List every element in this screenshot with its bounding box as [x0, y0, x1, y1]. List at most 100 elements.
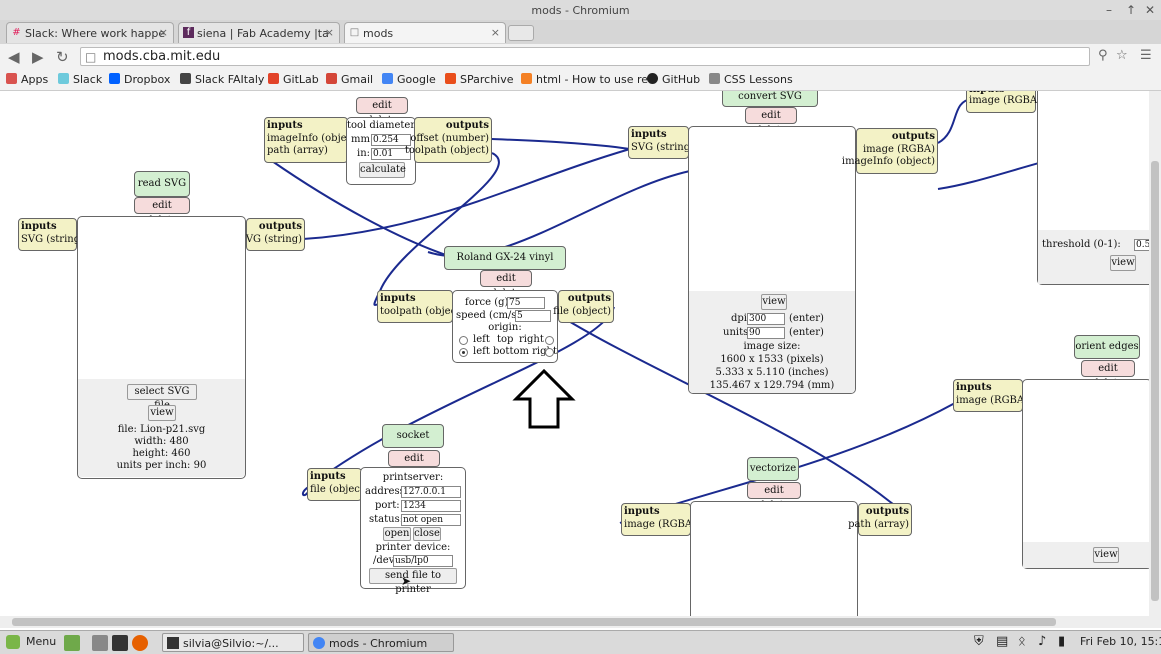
speed-input[interactable]: 5 [515, 310, 551, 322]
tool-in-input[interactable]: 0.01 [371, 148, 411, 160]
orient-inputs[interactable]: inputs image (RGBA) [953, 379, 1028, 412]
horizontal-scroll-thumb[interactable] [12, 618, 1056, 626]
convert-view-button[interactable]: view [761, 294, 787, 310]
bookmark-gmail[interactable]: Gmail [326, 73, 373, 86]
bookmark-slack[interactable]: Slack [58, 73, 102, 86]
origin-left-bottom-radio[interactable] [459, 348, 468, 357]
origin-right-top-radio[interactable] [545, 336, 554, 345]
forward-icon[interactable]: ▶ [32, 48, 44, 66]
firefox-icon[interactable] [132, 635, 148, 651]
read-svg-edit-delete[interactable]: edit delete [134, 197, 190, 226]
socket-title[interactable]: socket print [382, 424, 444, 463]
tool-inputs[interactable]: inputs imageInfo (object) path (array) [264, 117, 360, 163]
roland-title[interactable]: Roland GX-24 vinyl cutter [444, 246, 566, 285]
shield-icon[interactable]: ⛨ [974, 634, 984, 649]
calculate-button[interactable]: calculate [359, 162, 406, 178]
roland-outputs[interactable]: outputs file (object) [553, 290, 614, 323]
threshold-view-button[interactable]: view [1110, 255, 1136, 271]
dpi-input[interactable]: 300 [747, 313, 785, 325]
close-tab-icon[interactable]: × [490, 26, 500, 39]
vertical-scroll-thumb[interactable] [1151, 161, 1159, 601]
clock[interactable]: Fri Feb 10, 15:15 [1080, 635, 1161, 648]
bookmark-star-icon[interactable]: ☆ [1116, 48, 1128, 63]
wire-path-to-roland[interactable] [271, 160, 459, 260]
volume-icon[interactable]: ♪ [1038, 634, 1047, 649]
convert-title[interactable]: convert SVG image [722, 91, 818, 124]
tab-mods[interactable]: □ mods × [344, 22, 506, 43]
wire-path-to-imageinfo[interactable] [427, 170, 691, 258]
address-input[interactable]: 127.0.0.1 [401, 486, 461, 498]
vectorize-outputs[interactable]: outputs path (array) [848, 503, 912, 536]
bookmark-css-lessons[interactable]: CSS Lessons [709, 73, 793, 86]
bookmark-sparchive[interactable]: SParchive [445, 73, 514, 86]
bookmark-gitlab[interactable]: GitLab [268, 73, 319, 86]
show-desktop-icon[interactable] [64, 635, 80, 651]
origin-left-top-radio[interactable] [459, 336, 468, 345]
bookmark-apps[interactable]: Apps [6, 73, 48, 86]
units-input[interactable]: 90 [747, 327, 785, 339]
network-icon[interactable]: ▤ [996, 634, 1009, 649]
bookmark-slack-faitaly[interactable]: Slack FAItaly [180, 73, 264, 86]
wire-offset-to-convert[interactable] [491, 138, 631, 150]
read-svg-view-button[interactable]: view [148, 405, 176, 421]
orient-title[interactable]: orient edges [1074, 335, 1140, 359]
tool-edit-delete[interactable]: edit delete [356, 97, 408, 126]
vectorize-title[interactable]: vectorize [747, 457, 799, 481]
tab-siena[interactable]: f siena | Fab Academy |ta × [178, 22, 340, 43]
read-svg-inputs[interactable]: inputs SVG (string) [18, 218, 84, 251]
vectorize-inputs[interactable]: inputs image (RGBA) [621, 503, 696, 536]
search-icon[interactable]: ⚲ [1098, 48, 1108, 63]
bookmark-stackoverflow[interactable]: html - How to use rea [521, 73, 655, 86]
task-terminal[interactable]: silvia@Silvio:~/... [162, 633, 304, 652]
battery-icon[interactable]: ▮ [1058, 634, 1066, 649]
open-socket-button[interactable]: open [383, 527, 411, 541]
address-bar[interactable]: □ mods.cba.mit.edu [80, 47, 1090, 66]
roland-edit-delete[interactable]: edit delete [480, 270, 532, 299]
close-window-icon[interactable]: ✕ [1145, 3, 1156, 17]
orient-view-button[interactable]: view [1093, 547, 1119, 563]
bookmark-dropbox[interactable]: Dropbox [109, 73, 170, 86]
tab-slack[interactable]: # Slack: Where work happe × [6, 22, 174, 43]
back-icon[interactable]: ◀ [8, 48, 20, 66]
reload-icon[interactable]: ↻ [56, 48, 69, 66]
socket-inputs[interactable]: inputs file (object) [307, 468, 368, 501]
printer-device-input[interactable]: usb/lp0 [393, 555, 453, 567]
tool-mm-input[interactable]: 0.254 [371, 134, 411, 146]
select-svg-file-button[interactable]: select SVG file [127, 384, 197, 411]
threshold-input[interactable]: 0.5 [1134, 239, 1149, 251]
new-tab-button[interactable] [508, 25, 534, 41]
terminal-icon[interactable] [112, 635, 128, 651]
mint-menu-icon[interactable] [6, 635, 20, 649]
task-chromium[interactable]: mods - Chromium [308, 633, 454, 652]
socket-edit-delete[interactable]: edit delete [388, 450, 440, 479]
read-svg-outputs[interactable]: outputs SVG (string) [239, 218, 305, 251]
orient-edit-delete[interactable]: edit delete [1081, 360, 1135, 389]
convert-edit-delete[interactable]: edit delete [745, 107, 797, 136]
bookmark-google[interactable]: Google [382, 73, 436, 86]
wire-toolpath-to-roland[interactable] [373, 152, 500, 306]
roland-inputs[interactable]: inputs toolpath (object) [377, 290, 464, 323]
vectorize-edit-delete[interactable]: edit delete [747, 482, 801, 511]
send-file-to-printer-button[interactable]: send file to printer [369, 568, 457, 595]
tool-outputs[interactable]: outputs offset (number) toolpath (object… [405, 117, 492, 163]
maximize-icon[interactable]: ↑ [1126, 3, 1137, 17]
files-icon[interactable] [92, 635, 108, 651]
close-socket-button[interactable]: close [413, 527, 441, 541]
vertical-scrollbar[interactable] [1149, 91, 1161, 616]
menu-icon[interactable]: ☰ [1140, 48, 1152, 63]
read-svg-title[interactable]: read SVG [134, 171, 190, 197]
bluetooth-icon[interactable]: ᛟ [1018, 634, 1026, 649]
close-tab-icon[interactable]: × [158, 26, 168, 39]
wire-readsvg-to-convert[interactable] [302, 148, 631, 240]
bookmark-github[interactable]: GitHub [647, 73, 700, 86]
origin-right-bottom-radio[interactable] [545, 348, 554, 357]
close-tab-icon[interactable]: × [324, 26, 334, 39]
threshold-inputs[interactable]: inputs image (RGBA) [966, 91, 1041, 113]
minimize-icon[interactable]: – [1106, 3, 1112, 17]
convert-inputs[interactable]: inputs SVG (string) [628, 126, 694, 159]
mods-canvas[interactable]: read SVG edit delete inputs SVG (string)… [0, 91, 1149, 616]
convert-outputs[interactable]: outputs image (RGBA) imageInfo (object) [842, 128, 938, 174]
horizontal-scrollbar[interactable] [0, 616, 1161, 628]
port-input[interactable]: 1234 [401, 500, 461, 512]
menu-button[interactable]: Menu [26, 635, 57, 648]
